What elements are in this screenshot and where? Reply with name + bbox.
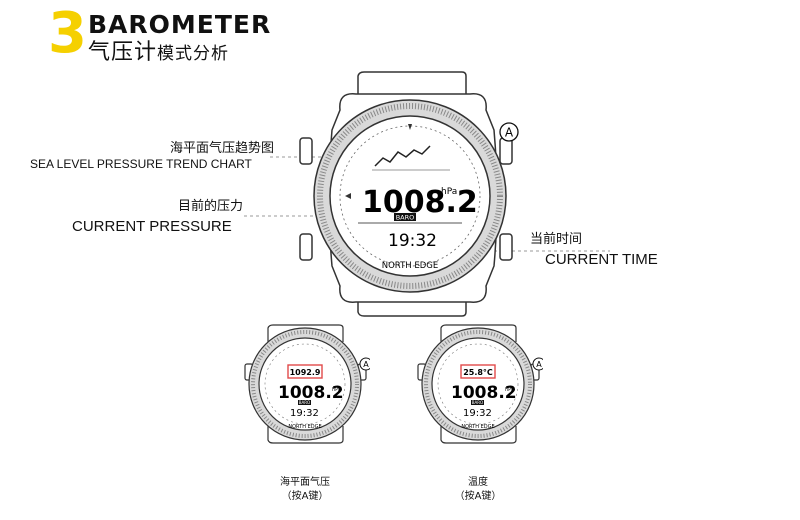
small-pressure-unit: hPa bbox=[505, 387, 514, 393]
pressure-label-cn: 目前的压力 bbox=[178, 199, 244, 214]
subtitle-secondary: 模式分析 bbox=[157, 44, 230, 64]
small-a-label: A bbox=[536, 360, 542, 369]
caption-line-1: 温度 bbox=[468, 477, 488, 488]
small-mode-badge-label: BARO bbox=[472, 400, 483, 405]
marker-top bbox=[408, 124, 412, 130]
small-mode-badge bbox=[298, 400, 311, 405]
marker-left bbox=[345, 193, 351, 199]
pressure-unit: hPa bbox=[441, 187, 457, 197]
trend-line bbox=[374, 145, 431, 167]
small-mode-badge bbox=[471, 400, 484, 405]
step-number: 3 bbox=[48, 1, 87, 66]
small-brand: NORTH EDGE bbox=[288, 424, 321, 430]
small-watch-sea-level: 1092.9 1008.2 hPa BARO 19:32 NORTH EDGE … bbox=[244, 324, 370, 444]
a-button-marker bbox=[499, 122, 519, 142]
trend-label-cn: 海平面气压趋势图 bbox=[170, 141, 275, 156]
small-a-marker bbox=[359, 357, 370, 371]
small-face-ring bbox=[437, 343, 519, 425]
small-bezel-knurling bbox=[251, 330, 359, 438]
caption-line-2: （按A键） bbox=[454, 490, 502, 502]
face-ring bbox=[339, 125, 481, 267]
highlight-box bbox=[287, 364, 323, 379]
small-pressure-value: 1008.2 bbox=[451, 383, 517, 403]
small-face bbox=[431, 337, 525, 431]
left-upper-button[interactable] bbox=[299, 137, 313, 165]
page-subtitle: 气压计模式分析 bbox=[88, 42, 229, 64]
right-upper-button[interactable] bbox=[499, 137, 513, 165]
small-time: 19:32 bbox=[463, 408, 492, 419]
small-a-marker bbox=[532, 357, 543, 371]
left-lower-button[interactable] bbox=[299, 233, 313, 261]
small-brand: NORTH EDGE bbox=[461, 424, 494, 430]
mode-badge-label: BARO bbox=[396, 214, 415, 222]
caption-line-1: 海平面气压 bbox=[280, 477, 330, 488]
small-pressure-unit: hPa bbox=[332, 387, 341, 393]
small-face bbox=[258, 337, 352, 431]
top-value: 25.8°C bbox=[463, 368, 493, 377]
pressure-value: 1008.2 bbox=[362, 185, 478, 220]
subtitle-main: 气压计 bbox=[88, 40, 158, 65]
small-face-ring bbox=[264, 343, 346, 425]
caption-temperature: 温度 （按A键） bbox=[438, 476, 518, 503]
small-bezel-knurling bbox=[424, 330, 532, 438]
small-pressure-value: 1008.2 bbox=[278, 383, 344, 403]
trend-label-en: SEA LEVEL PRESSURE TREND CHART bbox=[30, 157, 252, 171]
time-label-cn: 当前时间 bbox=[530, 232, 583, 247]
watch-face bbox=[329, 115, 491, 277]
right-lower-button[interactable] bbox=[499, 233, 513, 261]
marker-right bbox=[469, 193, 475, 199]
small-mode-badge-label: BARO bbox=[299, 400, 310, 405]
top-value: 1092.9 bbox=[290, 368, 321, 377]
page-title: BAROMETER bbox=[88, 10, 272, 39]
bezel-knurling bbox=[317, 103, 503, 289]
time-label-en: CURRENT TIME bbox=[545, 251, 658, 268]
brand-name: NORTH EDGE bbox=[382, 261, 439, 271]
pressure-label-en: CURRENT PRESSURE bbox=[72, 218, 232, 235]
time-display: 19:32 bbox=[388, 231, 437, 251]
small-watch-temperature: 25.8°C 1008.2 hPa BARO 19:32 NORTH EDGE … bbox=[417, 324, 543, 444]
small-a-label: A bbox=[363, 360, 369, 369]
caption-line-2: （按A键） bbox=[281, 490, 329, 502]
mode-badge bbox=[394, 213, 416, 221]
highlight-box bbox=[460, 364, 496, 379]
small-time: 19:32 bbox=[290, 408, 319, 419]
caption-sea-level: 海平面气压 （按A键） bbox=[265, 476, 345, 503]
a-button-label: A bbox=[505, 126, 514, 140]
